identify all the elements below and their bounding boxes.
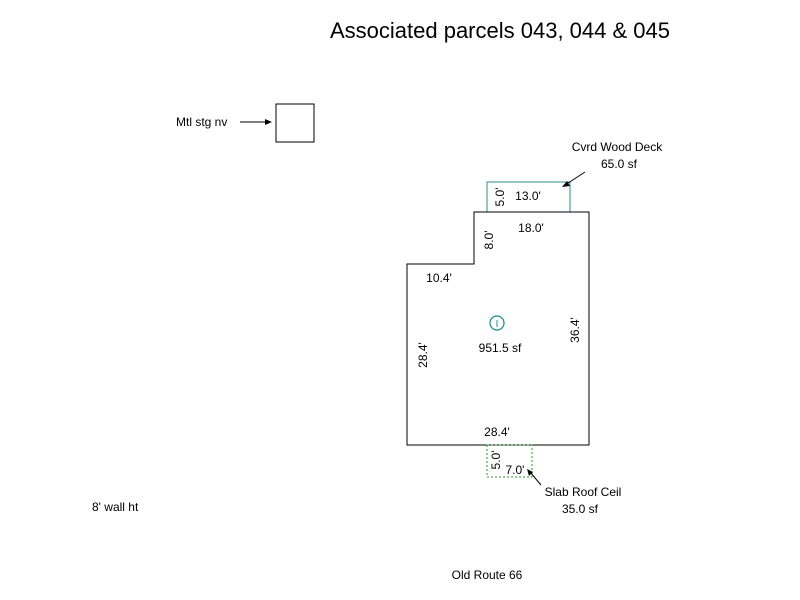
slab-dim-width: 7.0' [506, 463, 525, 477]
deck-dim-depth: 5.0' [493, 188, 507, 207]
slab-dim-depth: 5.0' [489, 451, 503, 470]
main-dim-right: 36.4' [568, 317, 582, 343]
wall-height-note: 8' wall ht [92, 500, 139, 514]
storage-box [275, 103, 315, 143]
main-structure-outline [406, 211, 590, 446]
deck-name: Cvrd Wood Deck [572, 140, 663, 154]
sketch-title: Associated parcels 043, 044 & 045 [330, 18, 670, 43]
main-dim-bottom: 28.4' [484, 425, 510, 439]
deck-arrow-head [562, 181, 570, 187]
deck-dim-width: 13.0' [515, 189, 541, 203]
deck-arrow [564, 171, 586, 186]
main-dim-top: 18.0' [518, 221, 544, 235]
deck-area: 65.0 sf [601, 157, 638, 171]
main-dim-notch-width: 10.4' [426, 271, 452, 285]
storage-arrow-head [265, 119, 272, 125]
slab-area: 35.0 sf [562, 502, 599, 516]
main-dim-notch-height: 8.0' [482, 231, 496, 250]
road-label: Old Route 66 [452, 568, 523, 582]
slab-name: Slab Roof Ceil [545, 485, 622, 499]
area-marker-letter: I [496, 319, 499, 330]
main-dim-left: 28.4' [416, 342, 430, 368]
area-marker-icon [489, 315, 505, 331]
slab-arrow-head [527, 469, 533, 476]
slab-outline [486, 444, 533, 478]
storage-label: Mtl stg nv [176, 115, 227, 129]
main-area: 951.5 sf [479, 341, 522, 355]
slab-arrow [529, 471, 542, 486]
